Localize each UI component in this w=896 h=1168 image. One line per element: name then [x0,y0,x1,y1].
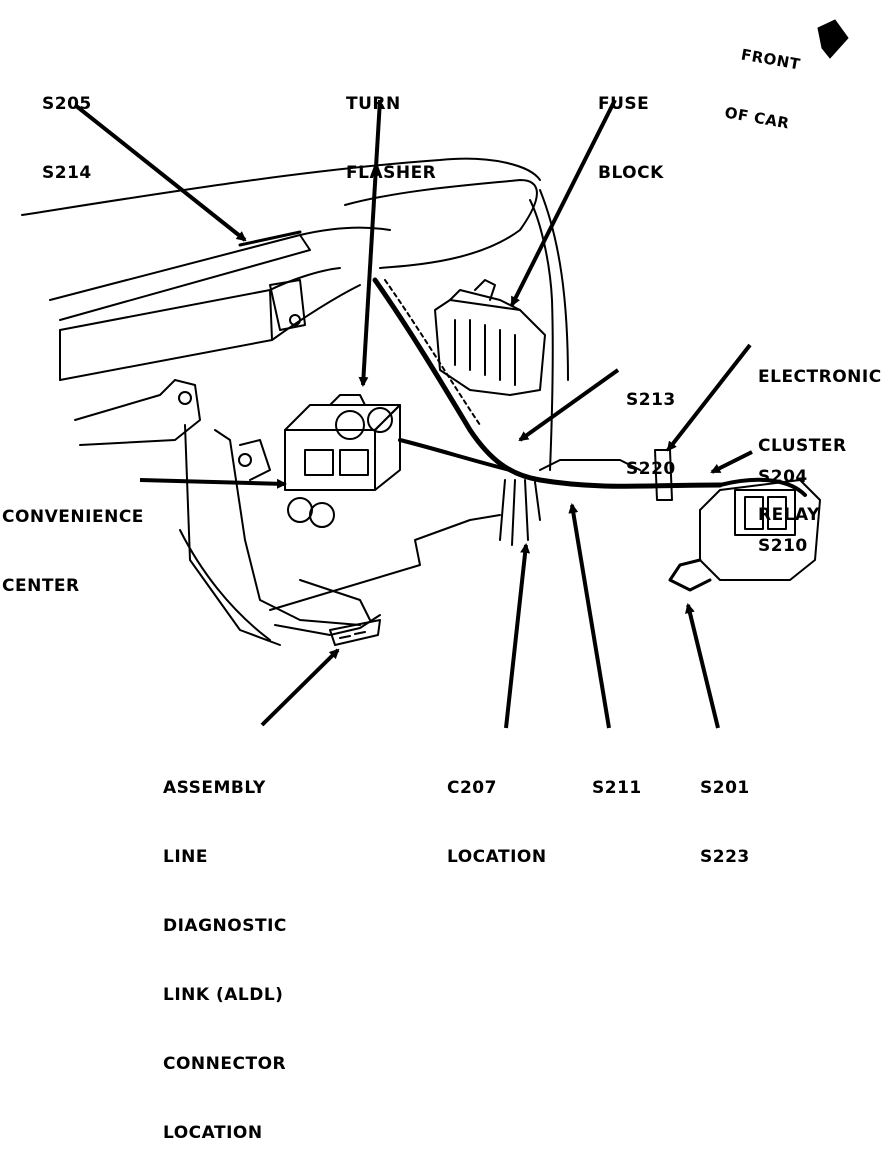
lower-tray [269,514,501,611]
arrow-s211 [568,503,611,729]
s213-line-2: S220 [626,459,676,479]
relay-line-2: CLUSTER [758,436,847,456]
front-of-car-line-2: OF CAR [723,103,791,133]
label-s211: S211 [592,731,642,823]
arrow-turn-flasher [358,99,382,387]
label-convenience-center: CONVENIENCE CENTER [2,460,144,621]
aldl-line-4: LINK (ALDL) [163,985,284,1005]
s211-line-1: S211 [592,778,642,798]
relay-line-3: RELAY [758,505,820,525]
arrow-fuse-block [510,99,617,307]
label-s213-s220: S213 S220 [626,343,676,504]
fuse-block-line-2: BLOCK [598,163,664,183]
relay-line-1: ELECTRONIC [758,367,882,387]
label-s205-s214: S205 S214 [42,47,92,208]
arrow-aldl [260,648,340,727]
label-electronic-cluster-relay: ELECTRONIC CLUSTER RELAY [758,320,882,550]
c207-line-2: LOCATION [447,847,547,867]
aldl-line-1: ASSEMBLY [163,778,266,798]
label-c207-location: C207 LOCATION [447,731,547,892]
dash-pad-front [49,234,311,321]
label-aldl: ASSEMBLY LINE DIAGNOSTIC LINK (ALDL) CON… [163,731,287,1168]
aldl-line-5: CONNECTOR [163,1054,287,1074]
arrow-relay [666,343,752,452]
wire-harness [372,277,723,489]
convenience-center-box [284,429,376,491]
s201-line-1: S201 [700,778,750,798]
c207-line-1: C207 [447,778,497,798]
s213-line-1: S213 [626,390,676,410]
label-turn-flasher: TURN FLASHER [346,47,436,208]
front-arrow [817,19,849,59]
leader-arrows [73,99,753,729]
aldl-connector [329,619,381,646]
dash-top-outline [21,157,541,216]
s204-line-2: S210 [758,536,808,556]
fuse-block-line-1: FUSE [598,94,650,114]
label-s204-s210: S204 S210 [758,420,808,581]
dash-upper-edge [344,179,538,269]
label-fuse-block: FUSE BLOCK [598,47,664,208]
label-s201-s223: S201 S223 [700,731,750,892]
wiring-diagram: FRONT OF CAR S205 S214 TURN FLASHER FUSE… [2,19,882,1143]
convenience-line-2: CENTER [2,576,80,596]
front-of-car-line-1: FRONT [739,45,802,74]
arrow-convenience [139,478,287,489]
relay-box [699,479,821,581]
aldl-line-6: LOCATION [163,1123,263,1143]
arrow-s201 [685,603,720,729]
turn-flasher-line-2: FLASHER [346,163,437,183]
dash-lower-edge [59,289,273,381]
convenience-line-1: CONVENIENCE [2,507,144,527]
arrow-s205 [73,103,247,242]
arrow-s204 [710,450,753,474]
turn-flasher-line-1: TURN [346,94,401,114]
panel-side [529,199,554,471]
arrow-s213 [518,368,620,442]
aldl-line-2: LINE [163,847,208,867]
fuse-block [434,299,546,396]
left-bracket [74,379,201,446]
aldl-line-3: DIAGNOSTIC [163,916,287,936]
arrow-c207 [504,543,531,729]
s205-line-2: S214 [42,163,92,183]
diagram-drawing [21,19,849,729]
s204-line-1: S204 [758,467,808,487]
s205-line-1: S205 [42,94,92,114]
s201-line-2: S223 [700,847,750,867]
